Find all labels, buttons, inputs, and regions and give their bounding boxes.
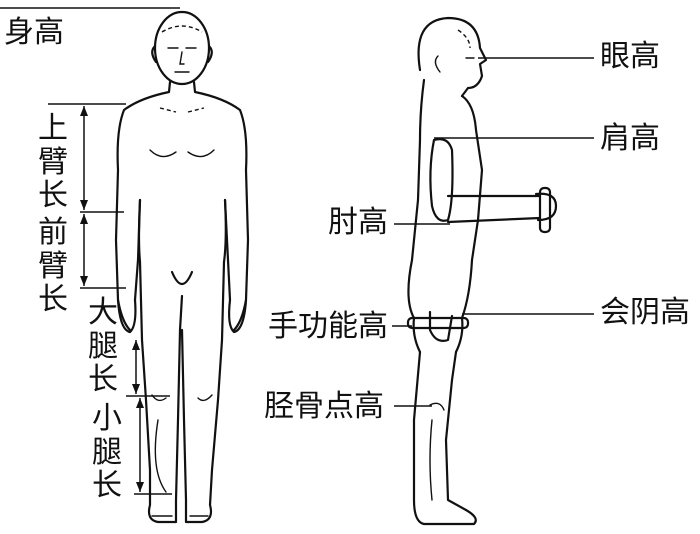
side-lower-rod bbox=[406, 316, 470, 330]
shoulder-height-label: 肩高 bbox=[600, 121, 660, 156]
forearm-length-text: 前臂长 bbox=[38, 215, 68, 318]
side-hand bbox=[534, 192, 558, 222]
side-ear bbox=[434, 55, 441, 73]
front-ear-right bbox=[206, 44, 213, 64]
forearm-length-label: 前臂长 bbox=[38, 216, 70, 317]
side-front bbox=[460, 94, 484, 320]
side-forearm bbox=[446, 194, 542, 224]
crotch-height-label: 会阴高 bbox=[600, 295, 690, 330]
front-chest bbox=[149, 149, 215, 158]
side-lower-hand bbox=[428, 310, 454, 342]
front-groin bbox=[170, 270, 194, 286]
thigh-length-text: 大腿长 bbox=[88, 295, 118, 398]
arrow-up-4 bbox=[136, 398, 144, 408]
front-shin bbox=[154, 419, 167, 493]
front-hand-left bbox=[116, 298, 137, 334]
side-shin bbox=[429, 419, 433, 501]
arrow-down-3 bbox=[132, 384, 140, 394]
front-torso-outline bbox=[114, 80, 250, 332]
side-upper-arm bbox=[429, 138, 454, 222]
side-head bbox=[417, 16, 488, 98]
lower-leg-length-text: 小腿长 bbox=[92, 401, 122, 504]
thigh-length-label: 大腿长 bbox=[88, 296, 120, 397]
arrow-down-4 bbox=[136, 482, 144, 492]
side-rod bbox=[538, 186, 552, 234]
side-figure bbox=[406, 16, 558, 526]
measurement-lines bbox=[0, 7, 594, 495]
tibial-height-label: 胫骨点高 bbox=[264, 389, 384, 424]
lower-leg-length-label: 小腿长 bbox=[92, 402, 124, 503]
front-clavicles bbox=[159, 107, 205, 113]
front-head bbox=[153, 10, 211, 86]
eye-height-label: 眼高 bbox=[600, 39, 660, 74]
arrow-up-2 bbox=[80, 214, 88, 224]
upper-arm-length-label: 上臂长 bbox=[38, 112, 70, 213]
side-knee bbox=[429, 402, 445, 411]
arrow-up-3 bbox=[132, 340, 140, 350]
hand-function-height-label: 手功能高 bbox=[268, 309, 388, 344]
front-hand-right bbox=[228, 298, 248, 334]
arrow-down-2 bbox=[80, 276, 88, 286]
front-nose bbox=[179, 51, 185, 65]
arrow-up-1 bbox=[80, 106, 88, 116]
side-back bbox=[407, 78, 426, 320]
elbow-height-label: 肘高 bbox=[328, 205, 388, 240]
stature-label: 身高 bbox=[4, 15, 64, 50]
side-leg bbox=[412, 350, 477, 526]
arrow-down-1 bbox=[80, 200, 88, 210]
front-ear-left bbox=[151, 44, 158, 64]
front-waist bbox=[137, 198, 227, 264]
side-hips bbox=[412, 316, 464, 354]
upper-arm-length-text: 上臂长 bbox=[38, 111, 68, 214]
front-legs bbox=[138, 260, 226, 524]
side-hairline bbox=[457, 29, 471, 49]
front-hairline bbox=[161, 25, 203, 33]
front-figure bbox=[114, 10, 250, 524]
